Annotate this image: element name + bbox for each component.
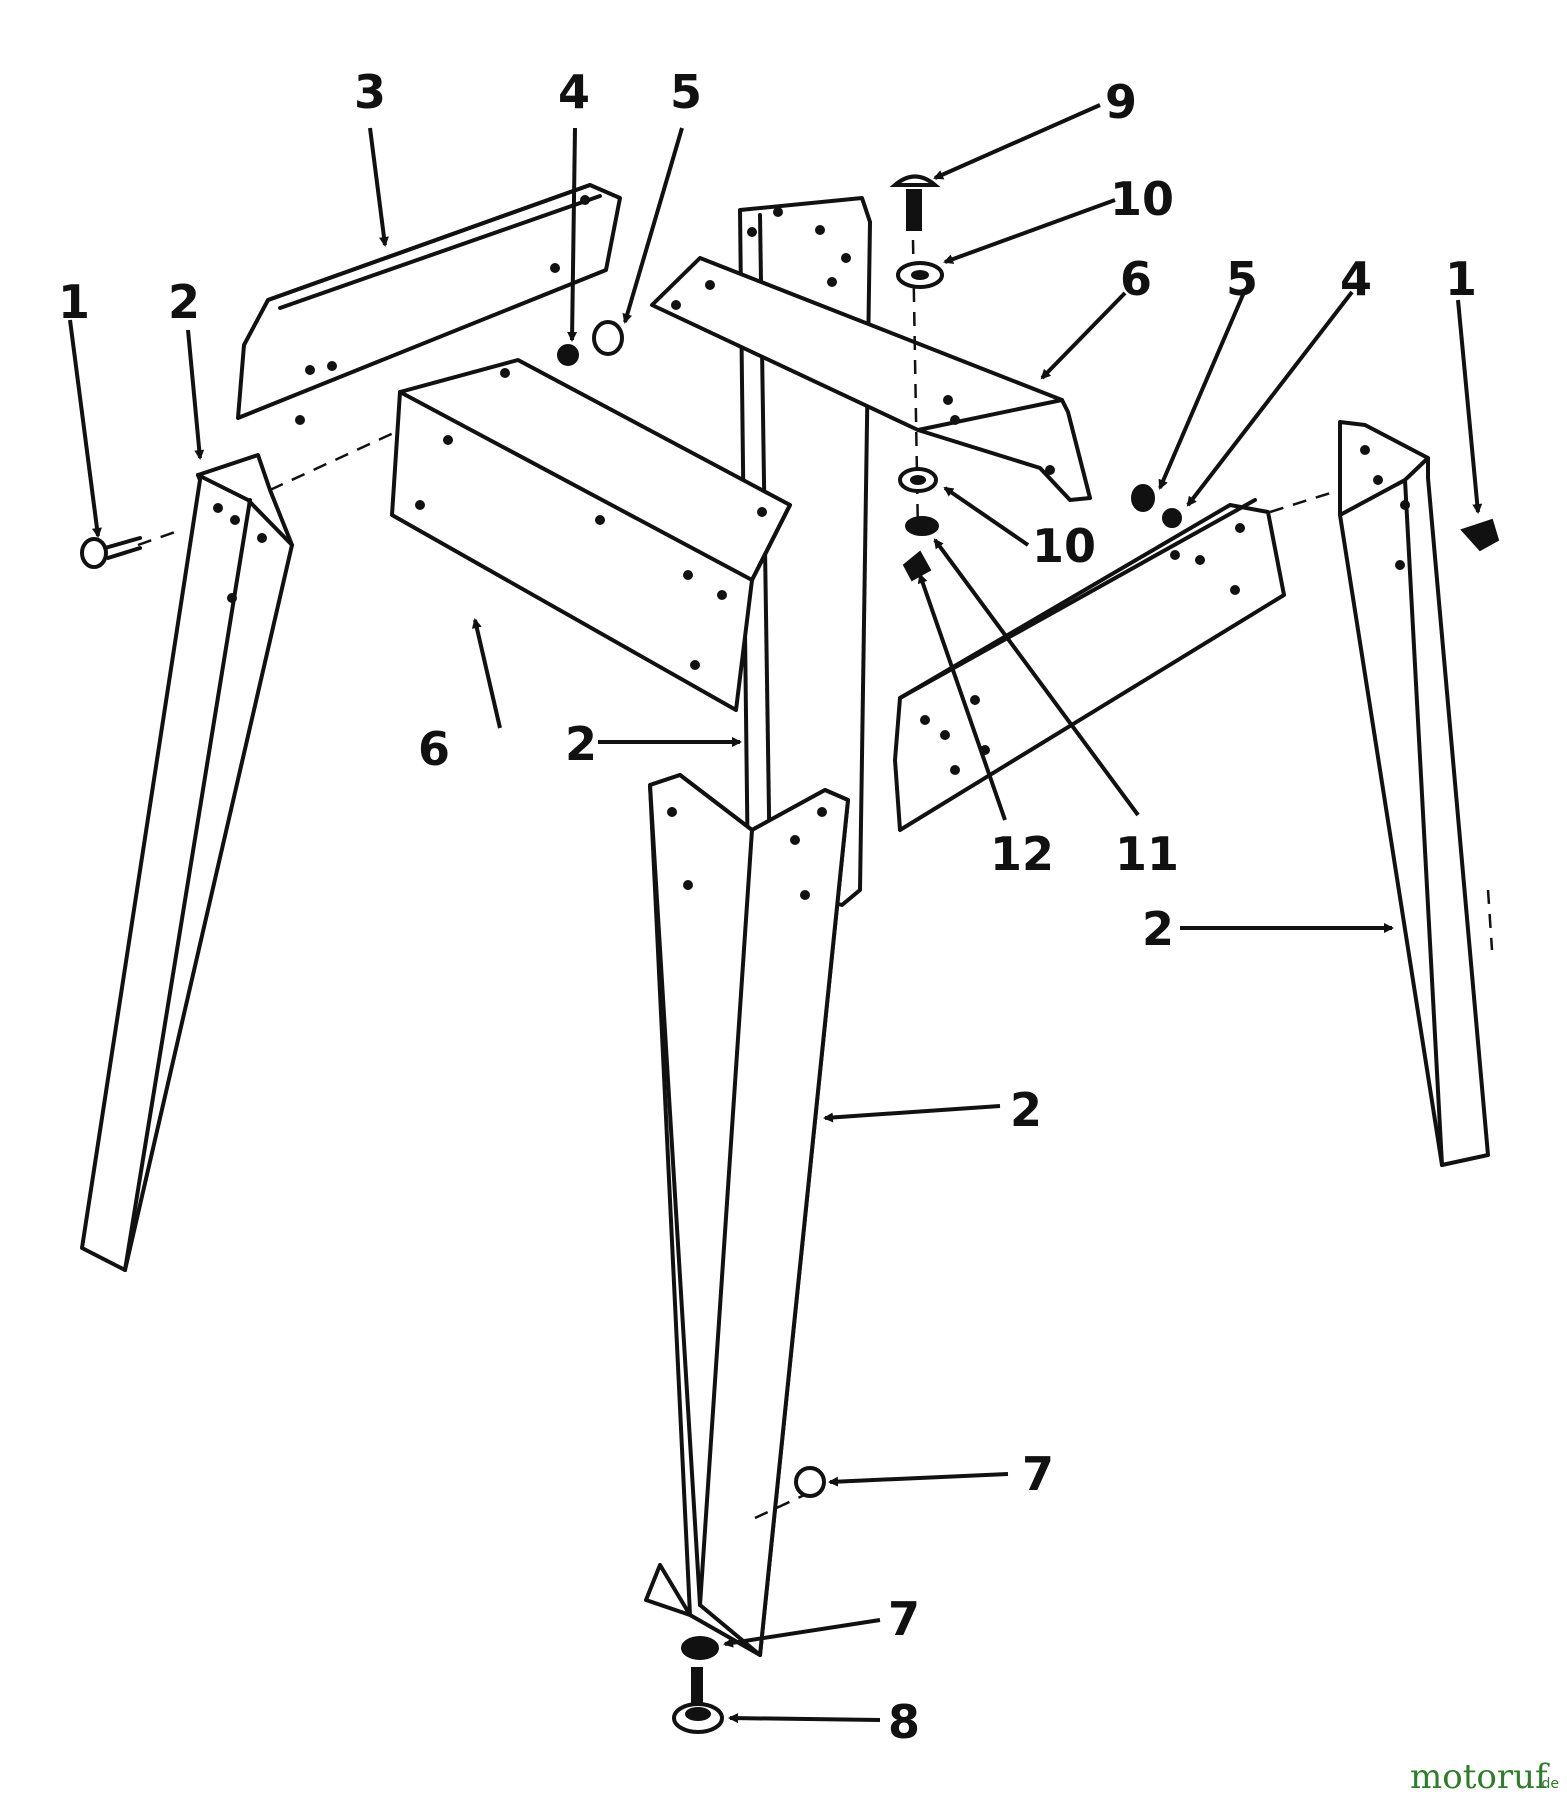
- callout-11: 11: [1115, 827, 1179, 881]
- callout-4: 4: [558, 65, 590, 119]
- callout-10: 10: [1110, 172, 1174, 226]
- callout-2: 2: [168, 275, 200, 329]
- nut-left: [557, 344, 579, 366]
- nut-right: [1162, 508, 1182, 528]
- leg-left: [80, 453, 294, 1272]
- foot-nut-upper: [794, 1466, 826, 1498]
- watermark-logo: motoruf .de: [1410, 1757, 1559, 1797]
- lock-washer: [905, 516, 939, 536]
- callout-6: 6: [418, 722, 450, 776]
- foot-nut-lower: [681, 1636, 719, 1660]
- bolt-left: [80, 536, 142, 569]
- brace-top-right: [650, 256, 1092, 502]
- carriage-bolt: [889, 174, 941, 231]
- callout-10: 10: [1032, 519, 1096, 573]
- brace-top-left: [236, 183, 622, 425]
- callout-2: 2: [1010, 1083, 1042, 1137]
- leveling-foot: [672, 1667, 724, 1734]
- brace-front-right: [893, 498, 1286, 832]
- callout-9: 9: [1105, 75, 1137, 129]
- callout-7: 7: [888, 1592, 920, 1646]
- callout-5: 5: [1226, 252, 1258, 306]
- hex-nut: [902, 550, 932, 582]
- leg-right: [1338, 420, 1490, 1167]
- callout-2: 2: [1142, 902, 1174, 956]
- callout-5: 5: [670, 65, 702, 119]
- leader-lines: [68, 103, 1483, 1724]
- callout-3: 3: [354, 65, 386, 119]
- leg-front: [644, 773, 850, 1657]
- callout-8: 8: [888, 1695, 920, 1749]
- watermark-tld: .de: [1537, 1776, 1559, 1792]
- callout-12: 12: [990, 827, 1054, 881]
- callout-1: 1: [1445, 252, 1477, 306]
- watermark-name: motoruf: [1410, 1757, 1550, 1797]
- washer-right: [1131, 484, 1155, 512]
- callout-labels: 3 4 5 9 10 6 5 4 1 1 2 10 6 2 12 11 2 2 …: [58, 65, 1477, 1749]
- callout-1: 1: [58, 275, 90, 329]
- brace-front-left: [390, 358, 792, 712]
- bolt-right: [1460, 518, 1500, 552]
- washer-left: [592, 320, 624, 356]
- callout-2: 2: [565, 717, 597, 771]
- callout-6: 6: [1120, 252, 1152, 306]
- callout-7: 7: [1022, 1447, 1054, 1501]
- callout-4: 4: [1340, 252, 1372, 306]
